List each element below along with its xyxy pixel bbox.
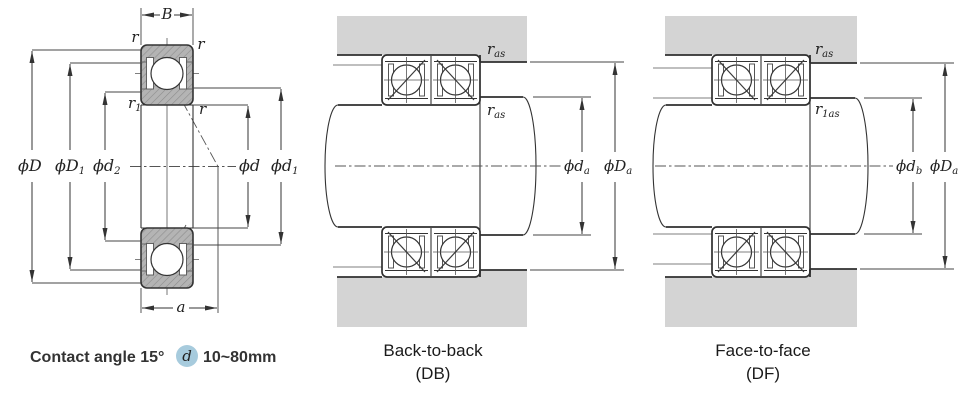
dim-label-phi-db: ϕdb (896, 157, 922, 177)
bearing-bore-edges (140, 104, 194, 229)
bottom-ring-section (140, 227, 194, 289)
dim-label-a: a (177, 298, 186, 316)
face-to-face-diagram: ras r1as ϕdb ϕDa Face-to-face (DF) (652, 16, 958, 383)
bearing-pair-top (381, 54, 481, 106)
dim-label-phi-d2: ϕd2 (93, 156, 121, 177)
caption-db-code: (DB) (416, 364, 451, 383)
bearing-pair-top (711, 54, 811, 106)
shaft (324, 62, 562, 270)
bearing-pair-bottom (381, 226, 481, 278)
ball-bottom (150, 242, 184, 277)
dim-label-phi-Da: ϕDa (930, 157, 958, 177)
label-r-1as-inner: r1as (815, 100, 840, 120)
label-r-top-right: r (197, 35, 205, 53)
caption-face-to-face: Face-to-face (715, 341, 810, 360)
dim-label-phi-d1: ϕd1 (271, 156, 299, 177)
label-r-as-outer: ras (487, 40, 505, 60)
ball-top (150, 56, 184, 91)
dim-label-phi-da: ϕda (564, 157, 590, 177)
top-ring-section (140, 44, 194, 106)
bearing-pair-bottom (711, 226, 811, 278)
label-r-top-left: r (131, 28, 139, 46)
housing-blocks (653, 16, 857, 327)
housing-blocks (333, 16, 527, 327)
contact-angle-note: Contact angle 15° d 10~80mm (30, 345, 276, 367)
label-r1: r1 (128, 94, 142, 114)
dimension-lines (29, 8, 284, 313)
note-suffix: 10~80mm (203, 349, 276, 366)
d-badge-letter: d (182, 347, 192, 365)
caption-back-to-back: Back-to-back (383, 341, 483, 360)
label-r-as-inner: ras (487, 101, 505, 121)
label-r-mid-right: r (199, 100, 207, 118)
caption-df-code: (DF) (746, 364, 780, 383)
dim-label-phi-d: ϕd (239, 156, 260, 175)
dim-label-phi-Da: ϕDa (604, 157, 632, 177)
single-bearing-cross-section: B a r r r1 r ϕD ϕD1 ϕd2 ϕd ϕd1 (18, 5, 299, 316)
note-prefix: Contact angle 15° (30, 349, 164, 366)
back-to-back-diagram: ras ras ϕda ϕDa Back-to-back (DB) (324, 16, 632, 383)
dimension-lines (530, 61, 624, 271)
dim-label-phi-D: ϕD (18, 156, 42, 175)
dim-label-B: B (160, 5, 172, 23)
label-r-as-outer: ras (815, 40, 833, 60)
dim-label-phi-D1: ϕD1 (55, 156, 85, 177)
dimension-lines (860, 62, 954, 270)
d-badge-circle (176, 345, 198, 367)
